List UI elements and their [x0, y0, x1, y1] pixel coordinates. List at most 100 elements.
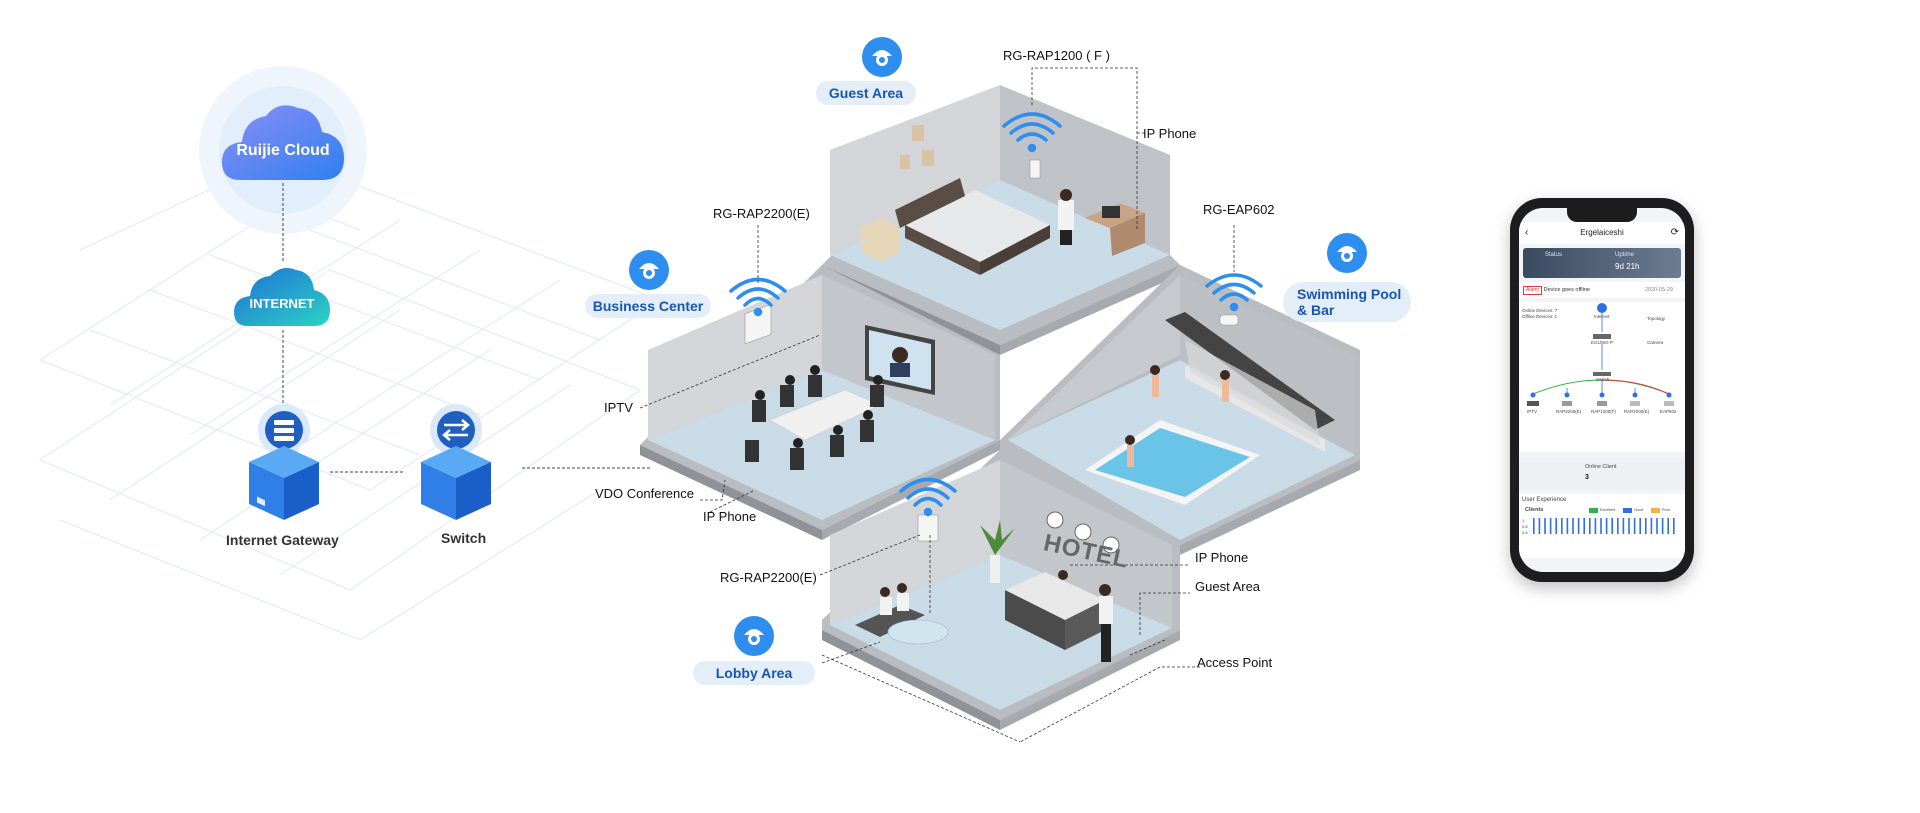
tag-lobby-area: Lobby Area [693, 661, 815, 685]
leaf-iptv: IPTV [1527, 409, 1538, 414]
label-rap1200f: RG-RAP1200 ( F ) [1003, 48, 1110, 63]
internet-node: INTERNET [232, 262, 332, 332]
legend-good: Good [1634, 508, 1644, 512]
topology-panel: Online Devices: 7 Offline Devices: 1 Top… [1519, 302, 1685, 452]
legend-swatch-excellent [1589, 508, 1598, 513]
tag-business-center: Business Center [585, 294, 711, 318]
phone-app-mockup: ‹ Ergelaiceshi ⟳ Status Uptime 9d 21h Al… [1510, 198, 1694, 582]
switch-cube-icon [421, 404, 491, 520]
offline-devices: Offline Devices: 1 [1522, 314, 1558, 319]
app-title: Ergelaiceshi [1580, 228, 1624, 237]
switch-node [415, 402, 497, 532]
alarm-row[interactable]: Alarm Device goes offline 2020-05-29 [1519, 282, 1685, 298]
camera-link[interactable]: Camera [1647, 340, 1664, 345]
client-bar [1572, 518, 1574, 534]
label-rap2200e-business: RG-RAP2200(E) [713, 206, 810, 221]
client-bar [1611, 518, 1613, 534]
app-header: ‹ Ergelaiceshi ⟳ [1519, 222, 1685, 244]
topo-switch: Switch [1596, 377, 1610, 382]
gateway-device-icon [1593, 334, 1611, 339]
leaf-rap1200f: RAP1200(F) [1591, 409, 1617, 414]
back-chevron-icon[interactable]: ‹ [1525, 227, 1529, 238]
client-bar [1667, 518, 1669, 534]
topo-internet: Internet [1594, 314, 1610, 319]
client-bar [1561, 518, 1563, 534]
client-bar [1656, 518, 1658, 534]
client-bar [1633, 518, 1636, 534]
room-business [640, 265, 1000, 540]
gateway-cube-icon [249, 404, 319, 520]
client-bar [1533, 518, 1535, 534]
client-bar [1549, 518, 1552, 534]
leader-lines [639, 67, 1235, 743]
switch-caption: Switch [441, 530, 487, 546]
client-bar-chart [1533, 518, 1675, 534]
wifi-icon-pool [1205, 273, 1263, 312]
client-bar [1594, 518, 1597, 534]
online-client-label: Online Client [1585, 464, 1617, 470]
legend-poor: Poor [1662, 508, 1671, 512]
cloud-label: Ruijie Cloud [236, 142, 330, 159]
room-lobby [822, 450, 1180, 730]
gateway-caption: Internet Gateway [226, 532, 339, 548]
axis-tick-0-8: 0.8 [1522, 524, 1528, 529]
legend-excellent: Excellent [1600, 508, 1616, 512]
topology-graph [1527, 303, 1674, 406]
online-client-panel: Online Client 3 [1519, 458, 1685, 490]
client-bar [1544, 518, 1546, 534]
client-bar [1622, 518, 1625, 534]
client-bar [1555, 518, 1557, 534]
label-ip-phone-guest: IP Phone [1143, 126, 1197, 141]
ruijie-cloud-node: Ruijie Cloud [218, 100, 348, 186]
background-grid [38, 174, 662, 641]
topology-link[interactable]: Topology [1647, 316, 1666, 321]
wifi-icon-guest [1002, 112, 1062, 153]
axis-tick-1: 1 [1522, 518, 1525, 523]
tag-swimming-pool-line1: Swimming Pool [1297, 286, 1402, 302]
topo-gateway-model: EG105G-P [1591, 340, 1614, 345]
leaf-eap602: EAP602 [1660, 409, 1677, 414]
phone-notch [1567, 208, 1637, 222]
client-bar [1577, 518, 1580, 534]
label-ip-phone-business: IP Phone [703, 509, 757, 524]
client-bar [1650, 518, 1653, 534]
label-guest-area-lobby: Guest Area [1195, 579, 1261, 594]
refresh-icon[interactable]: ⟳ [1670, 227, 1679, 238]
client-bar [1600, 518, 1602, 534]
wifi-icon-business [729, 277, 787, 317]
tag-swimming-pool-line2: & Bar [1297, 302, 1335, 318]
client-bar [1645, 518, 1647, 534]
label-access-point: Access Point [1197, 655, 1273, 670]
label-ip-phone-lobby: IP Phone [1195, 550, 1249, 565]
alarm-date: 2020-05-29 [1644, 287, 1673, 293]
internet-label: INTERNET [249, 296, 315, 311]
label-vdo-conference: VDO Conference [595, 486, 694, 501]
client-bar [1639, 518, 1641, 534]
client-bar [1661, 518, 1664, 534]
client-bar [1538, 518, 1541, 534]
tag-guest-area: Guest Area [816, 81, 916, 105]
online-devices: Online Devices: 7 [1522, 308, 1558, 313]
client-bar [1617, 518, 1619, 534]
ruijie-cloud-icon [222, 105, 344, 180]
phone-screen: ‹ Ergelaiceshi ⟳ Status Uptime 9d 21h Al… [1519, 208, 1685, 572]
alarm-text: Device goes offline [1543, 287, 1590, 293]
leaf-rap2200e-1: RAP2200(E) [1556, 409, 1582, 414]
tag-swimming-pool: Swimming Pool & Bar [1283, 282, 1411, 322]
leaf-rap2200e-2: RAP2200(E) [1624, 409, 1650, 414]
user-experience-panel: User Experience Clients Excellent Good P… [1519, 494, 1685, 558]
status-label: Status [1545, 252, 1563, 258]
alarm-tag: Alarm [1523, 286, 1543, 295]
label-rap2200e-lobby: RG-RAP2200(E) [720, 570, 817, 585]
wifi-icons [729, 112, 1263, 517]
label-eap602: RG-EAP602 [1203, 202, 1275, 217]
client-bar [1583, 518, 1585, 534]
internet-gateway-node [243, 402, 325, 532]
client-bar [1566, 518, 1569, 534]
online-client-value: 3 [1585, 474, 1589, 481]
uptime-value: 9d 21h [1615, 262, 1640, 271]
legend-swatch-poor [1651, 508, 1660, 513]
status-banner: Status Uptime 9d 21h [1523, 248, 1681, 278]
switch-device-icon [1593, 372, 1611, 376]
